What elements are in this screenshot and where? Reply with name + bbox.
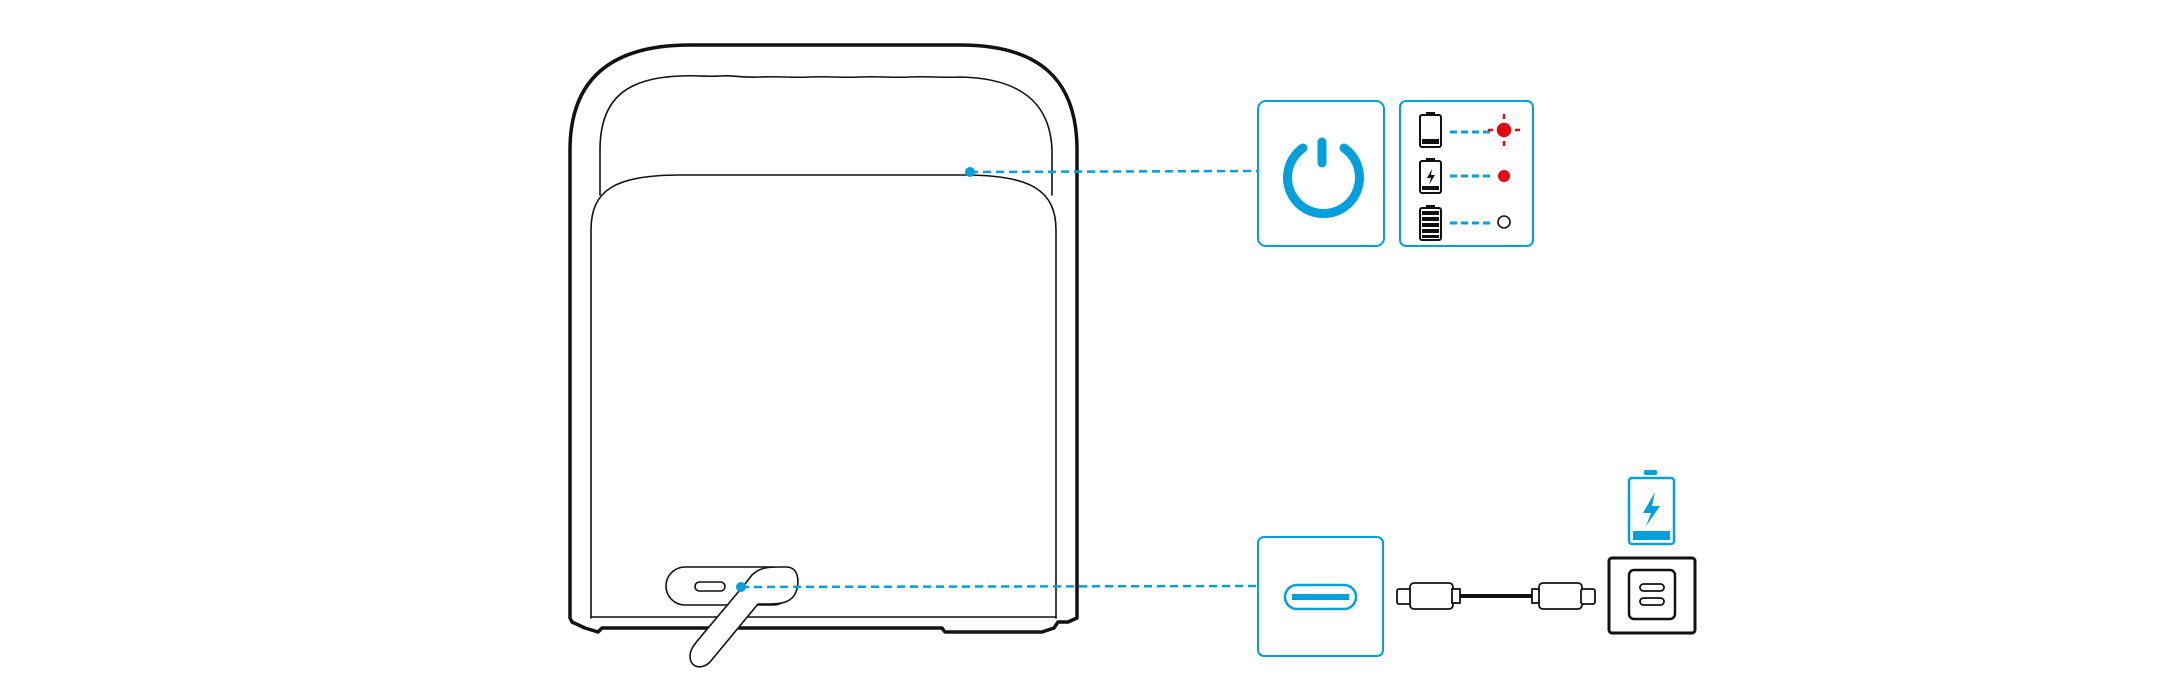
usb-c-port-panel: [1257, 536, 1384, 657]
battery-full-icon: [1419, 205, 1442, 241]
power-icon: [1283, 137, 1364, 219]
dual-usb-c-wall-charger-icon: [1607, 556, 1697, 635]
port-cover-flap: [689, 566, 799, 668]
usb-c-to-usb-c-cable-icon: [1396, 582, 1596, 610]
led-blinking-red-icon: [1488, 114, 1520, 146]
battery-indicator-panel: [1399, 100, 1534, 247]
speaker-handle-inner: [599, 74, 1053, 196]
speaker-outer-body: [568, 43, 1079, 634]
battery-charging-icon: [1419, 158, 1442, 194]
charging-battery-icon: [1627, 470, 1676, 546]
power-button-panel: [1257, 100, 1385, 247]
power-callout-line: [969, 169, 1258, 174]
usb-c-port-icon: [1283, 583, 1358, 611]
led-off-icon: [1497, 215, 1511, 229]
battery-low-icon: [1419, 112, 1442, 148]
callout-lines: [736, 167, 1258, 592]
led-solid-red-icon: [1498, 170, 1510, 182]
usb-callout-line: [740, 584, 1258, 589]
usb-c-port-slot: [694, 581, 726, 592]
speaker-front-panel: [590, 174, 1057, 619]
speaker-device: [568, 43, 1079, 668]
